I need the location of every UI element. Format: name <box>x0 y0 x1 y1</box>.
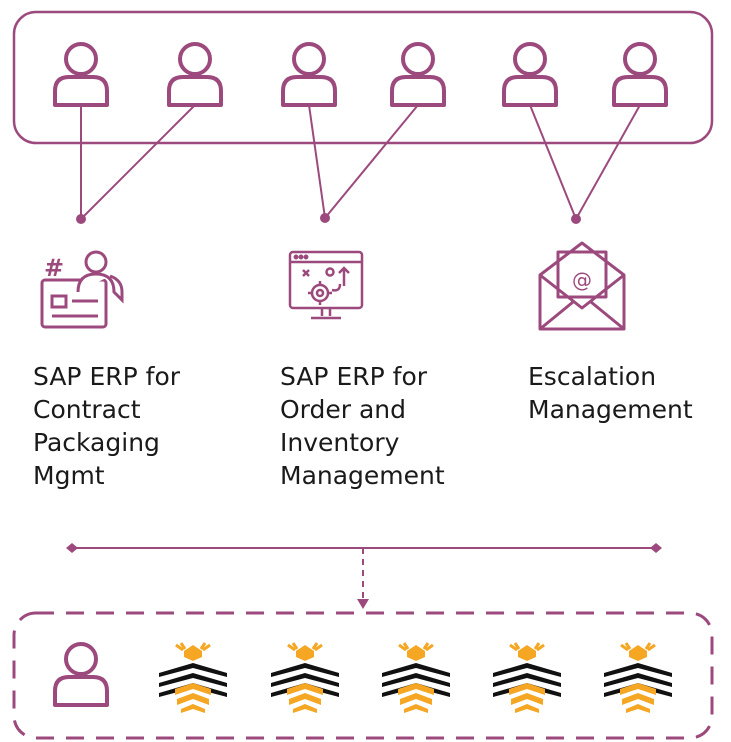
label-line: Management <box>528 395 693 424</box>
label-line: Escalation <box>528 362 657 391</box>
label-line: SAP ERP for <box>33 362 181 391</box>
label-line: Order and <box>280 395 407 424</box>
user-icon <box>167 42 223 107</box>
bee-bot-icon <box>491 641 563 715</box>
junction-dot <box>320 213 330 223</box>
user-icon <box>390 42 446 107</box>
contract-id-card-icon: # <box>40 250 124 329</box>
label-line: Packaging <box>33 428 160 457</box>
user-icon <box>53 642 109 707</box>
svg-text:@: @ <box>572 268 592 292</box>
bee-bot-icon <box>269 641 341 715</box>
user-icon <box>612 42 668 107</box>
escalation-email-icon: @ <box>538 241 626 331</box>
service-label-contract-packaging: SAP ERP for Contract Packaging Mgmt <box>33 360 180 492</box>
bee-bot-icon <box>602 641 674 715</box>
connector-lines <box>80 104 641 220</box>
bee-bot-icon <box>380 641 452 715</box>
user-icon <box>53 42 109 107</box>
junction-dot <box>76 214 86 224</box>
merge-bracket <box>66 543 662 609</box>
service-label-order-inventory: SAP ERP for Order and Inventory Manageme… <box>280 360 445 492</box>
bots-group-box <box>12 611 714 740</box>
label-line: Inventory <box>280 428 400 457</box>
label-line: Management <box>280 461 445 490</box>
users-group-box <box>12 10 714 145</box>
user-icon <box>281 42 337 107</box>
bee-bot-icon <box>157 641 229 715</box>
order-inventory-monitor-icon <box>288 250 364 320</box>
user-icon <box>502 42 558 107</box>
svg-text:#: # <box>44 254 64 282</box>
junction-dot <box>571 214 581 224</box>
label-line: Contract <box>33 395 141 424</box>
label-line: Mgmt <box>33 461 105 490</box>
label-line: SAP ERP for <box>280 362 428 391</box>
service-label-escalation: Escalation Management <box>528 360 693 426</box>
